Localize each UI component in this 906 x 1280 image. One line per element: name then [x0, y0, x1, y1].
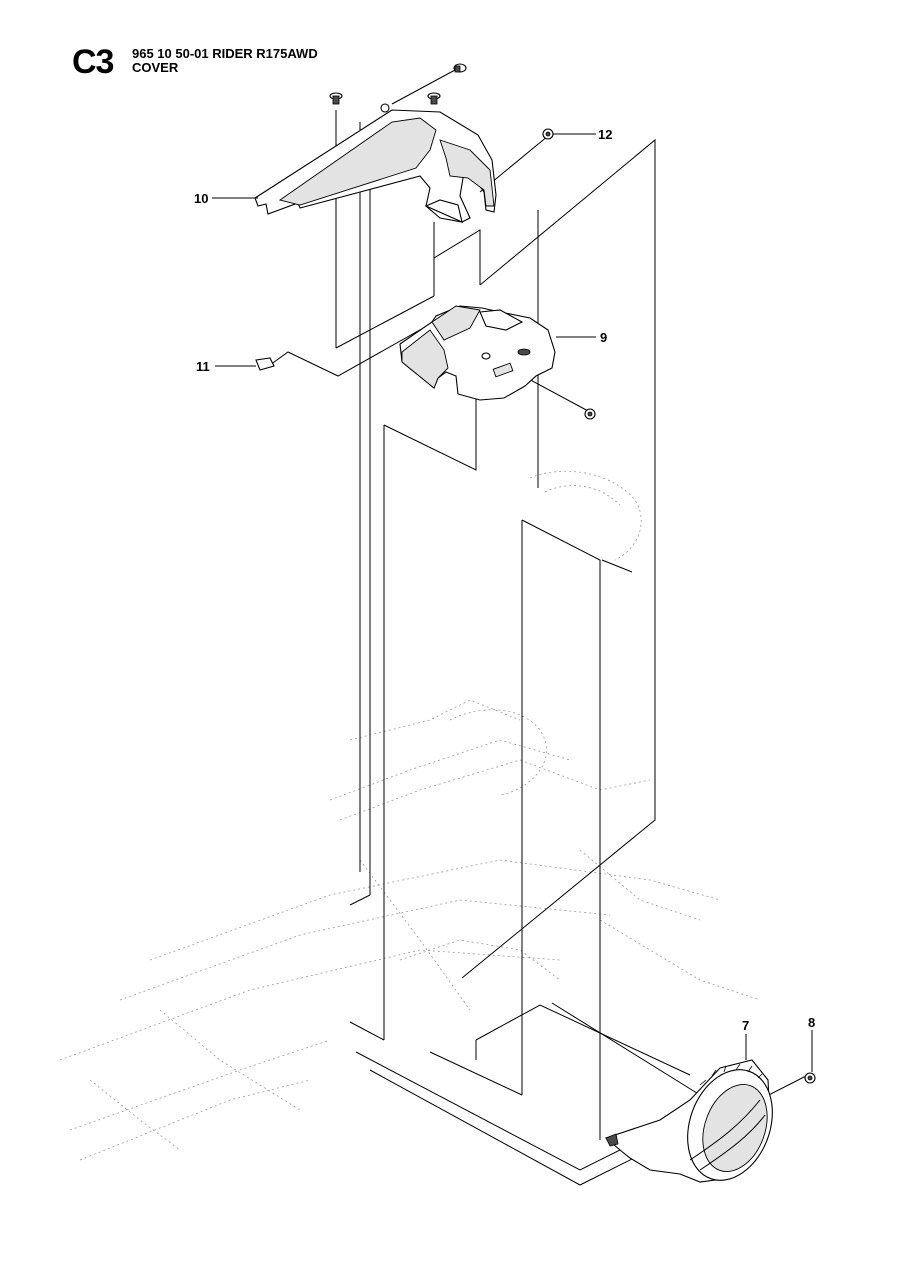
- callout-12: 12: [598, 127, 612, 142]
- screw-icon: [329, 92, 343, 105]
- top-screws: [329, 63, 554, 140]
- screw-icon: [584, 408, 596, 420]
- section-code: C3: [72, 43, 114, 81]
- model-title: 965 10 50-01 RIDER R175AWD: [132, 46, 318, 61]
- clip-icon: [380, 103, 390, 113]
- callout-leaders: [212, 133, 813, 1072]
- callout-9: 9: [600, 330, 607, 345]
- part-7-pulley-cover: [604, 1059, 816, 1183]
- alignment-lines: [269, 110, 809, 1186]
- nut-8-icon: [804, 1072, 816, 1084]
- callout-10: 10: [194, 191, 208, 206]
- section-subtitle: COVER: [132, 60, 179, 75]
- callout-7: 7: [742, 1018, 749, 1033]
- callout-11: 11: [196, 359, 210, 374]
- callout-8: 8: [808, 1015, 815, 1030]
- screw-icon: [453, 63, 467, 73]
- screw-icon: [427, 92, 441, 105]
- nut-12-icon: [542, 128, 554, 140]
- part-9-cover-block: [399, 305, 596, 420]
- part-11-clip: [255, 357, 275, 371]
- part-10-upper-cover: [254, 103, 497, 223]
- callout-labels: 10 11 9 12 7 8: [194, 127, 815, 1033]
